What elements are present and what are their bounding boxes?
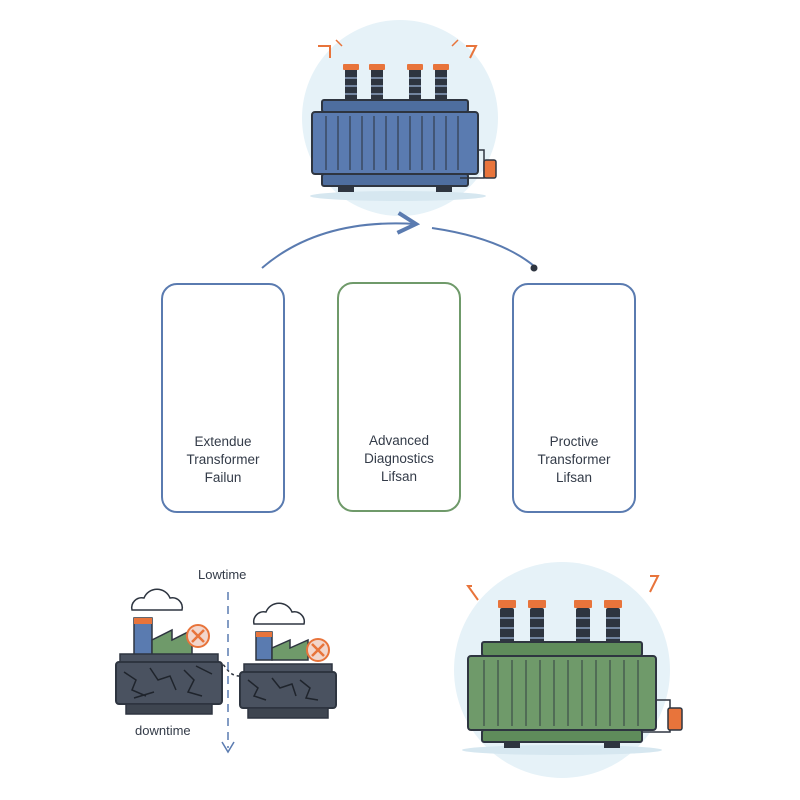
card-label-line: Extendue [194,434,252,449]
card-advanced-diagnostics-lifsan: Advanced Diagnostics Lifsan [337,282,461,512]
timeline-bottom-label: downtime [135,723,191,738]
blue-transformer-icon [302,20,498,216]
factory-icon [133,617,309,661]
timeline-top-label: Lowtime [198,567,247,582]
card-label-line: Proctive [549,434,599,449]
flow-arrows [261,223,538,272]
card-label-line: Lifsan [555,470,593,485]
error-x-icon [186,624,330,662]
card-label-line: Advanced [368,433,430,448]
card-label-line: Diagnostics [364,451,434,466]
card-label: Advanced Diagnostics Lifsan [339,432,459,486]
card-proctive-transformer-lifsan: Proctive Transformer Lifsan [512,283,636,513]
cloud-icon [130,588,306,625]
card-label: Proctive Transformer Lifsan [514,433,634,487]
card-label: Extendue Transformer Failun [163,433,283,487]
card-label-line: Transformer [186,452,260,467]
card-label-line: Transformer [537,452,611,467]
card-label-line: Lifsan [380,469,418,484]
card-label-line: Failun [204,470,242,485]
card-extendue-transformer-failun: Extendue Transformer Failun [161,283,285,513]
green-transformer-icon [454,562,683,778]
timeline-divider [221,592,235,754]
cracked-transformer-icon [115,653,337,719]
